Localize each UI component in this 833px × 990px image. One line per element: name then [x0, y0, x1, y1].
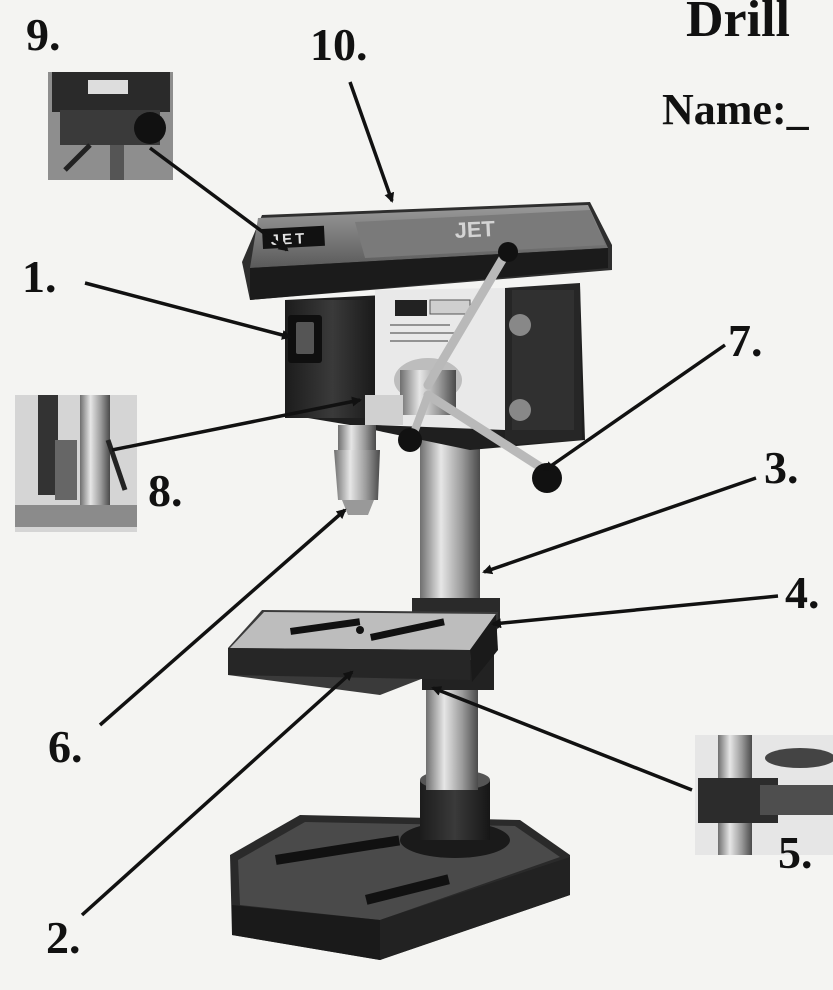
callout-8: 8. [148, 465, 183, 516]
name-field-label: Name:_ [662, 85, 809, 134]
callout-7: 7. [728, 315, 763, 366]
top-cover: JET JET [242, 202, 612, 300]
leader-arrows [80, 81, 779, 917]
arrow-7 [543, 343, 726, 472]
arrow-4 [491, 594, 779, 629]
callout-6: 6. [48, 721, 83, 772]
callout-2: 2. [46, 912, 81, 963]
feed-handles [398, 242, 562, 493]
column-base-collar [400, 770, 510, 858]
arrow-1 [84, 281, 292, 340]
callout-1: 1. [22, 251, 57, 302]
callout-4: 4. [785, 567, 820, 618]
arrow-10 [348, 81, 395, 203]
chuck [334, 425, 380, 515]
callout-10: 10. [310, 19, 368, 70]
callout-5: 5. [778, 827, 813, 878]
head-front-brand: JET [270, 230, 307, 249]
arrow-3 [482, 476, 757, 575]
inset-5-photo [695, 735, 833, 855]
callout-3: 3. [764, 442, 799, 493]
callout-9: 9. [26, 9, 61, 60]
inset-8-photo [15, 395, 137, 532]
arrow-8 [111, 396, 362, 452]
arrow-6 [98, 508, 347, 727]
head-top-brand: JET [454, 216, 496, 243]
worksheet-title: Drill [686, 0, 790, 48]
base [230, 815, 570, 960]
arrow-5 [431, 686, 693, 792]
arrow-9 [148, 146, 289, 252]
inset-9-photo [48, 72, 173, 180]
arrow-2 [80, 670, 354, 917]
table [228, 610, 498, 695]
